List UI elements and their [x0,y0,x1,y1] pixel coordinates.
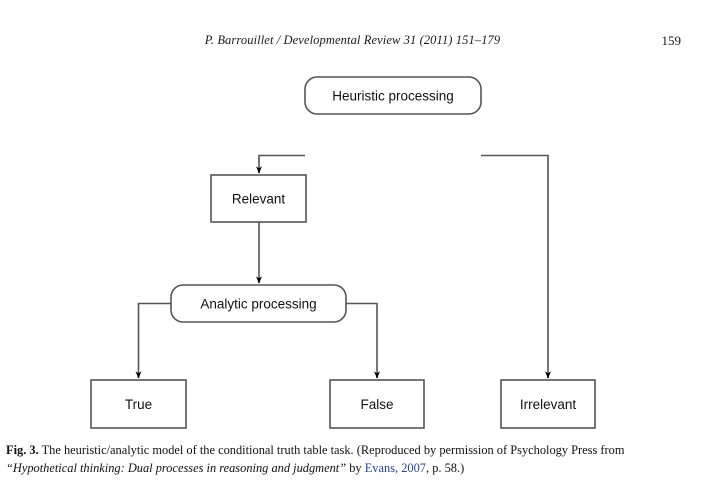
node-irrelevant-box [500,379,596,429]
node-heuristic-processing: Heuristic processing [304,76,482,115]
node-false-label: False [360,397,393,412]
edge-heuristic-to-relevant [258,154,305,168]
edge-heuristic-to-irrelevant [481,154,549,373]
edge-analytic-to-true [137,302,171,373]
node-analytic-processing-label: Analytic processing [200,297,316,312]
node-relevant-label: Relevant [232,192,286,207]
caption-figure-number: Fig. 3. [6,443,39,457]
node-true: True [90,379,187,429]
node-relevant: Relevant [210,174,307,223]
edge-analytic-to-false [346,302,378,373]
caption-text-part2: by [346,460,365,475]
connector-group [135,154,552,379]
figure-caption: Fig. 3. The heuristic/analytic model of … [6,442,696,477]
node-irrelevant-label: Irrelevant [520,397,577,412]
node-heuristic-processing-box [304,76,482,115]
node-heuristic-processing-label: Heuristic processing [332,89,454,104]
node-true-box [90,379,187,429]
caption-text-part1: The heuristic/analytic model of the cond… [38,443,625,457]
node-true-label: True [125,397,152,412]
journal-running-title: P. Barrouillet / Developmental Review 31… [204,33,501,47]
node-irrelevant: Irrelevant [500,379,596,429]
node-false-box [329,379,425,429]
node-analytic-processing-box [170,284,347,323]
caption-book-title: “Hypothetical thinking: Dual processes i… [6,460,347,475]
node-false: False [329,379,425,429]
caption-text-part3: , p. 58.) [426,460,465,475]
caption-citation-link[interactable]: Evans, 2007 [364,460,426,475]
node-relevant-box [210,174,307,223]
node-analytic-processing: Analytic processing [170,284,347,323]
figure-flow-diagram: Heuristic processing Relevant Analytic p… [0,60,705,438]
flowchart-svg: Heuristic processing Relevant Analytic p… [90,76,596,429]
page-number: 159 [661,33,682,48]
running-head: P. Barrouillet / Developmental Review 31… [0,33,705,51]
